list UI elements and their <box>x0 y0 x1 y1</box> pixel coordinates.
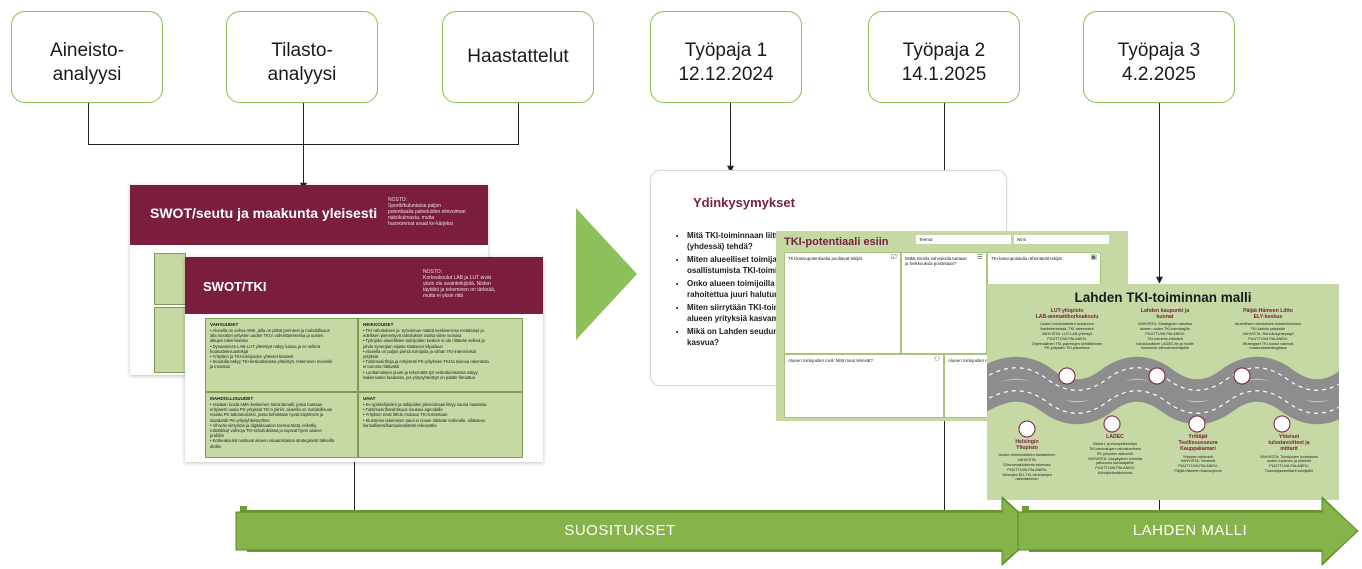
ydinkysymykset-title: Ydinkysymykset <box>693 195 795 210</box>
quadrant-heading: UHAT <box>363 396 376 401</box>
swot-seutu-quadrant <box>154 253 186 305</box>
connector-line <box>88 144 519 145</box>
actor-paijat-hameen-liitto: Päijät-Hämeen Liitto ELY-keskus Alueelli… <box>1213 308 1323 351</box>
quadrant-heading: MAHDOLLISUUDET <box>210 396 254 401</box>
workshop-label: Työpaja 1 12.12.2024 <box>678 40 774 85</box>
actor-lahden-kaupunki: Lahden kaupunki ja kunnat VAHVISTA: Stra… <box>1115 308 1215 351</box>
actor-lut-lab: LUT-yliopisto LAB-ammattikorkeakoulu Uud… <box>1017 308 1117 351</box>
tki-field-nimi: Nimi <box>1014 235 1109 244</box>
actor-description: Uuden toimintaleiden tuotannon lisedeken… <box>1031 322 1103 351</box>
tki-cell: Mitkä toimila vahvuksiia tuetaan ja heik… <box>901 252 987 354</box>
tki-cell-label: Alueen toimijoiden ro... <box>948 358 993 363</box>
actor-description: Uuden toiminnallisten kantaminen VAHVIST… <box>998 453 1056 482</box>
actor-yhteiset-tulostavoitteet: Yhteiset tulostavoitteet ja mittarit VAH… <box>1243 434 1335 474</box>
swot-tki-title: SWOT/TKI <box>203 279 267 294</box>
swot-tki-slide: SWOT/TKI NOSTO: Korkeakoulut LAB ja LUT … <box>185 257 543 462</box>
output-label-suositukset: SUOSITUKSET <box>564 522 676 539</box>
workshop-box-3: Työpaja 3 4.2.2025 <box>1083 11 1235 103</box>
swot-seutu-quadrant <box>154 307 186 373</box>
actor-yrittajat: Yrittäjät Teollisuusseura Kauppakamari Y… <box>1159 434 1237 474</box>
actor-name: LADEC <box>1106 434 1124 440</box>
workshop-box-1: Työpaja 1 12.12.2024 <box>650 11 802 103</box>
actor-name: Helsingin Yliopisto <box>1015 439 1039 452</box>
input-label: Tilasto- analyysi <box>267 40 337 85</box>
swot-quadrant-heikkoudet: HEIKKOUDET • TKI-rahoituksen ja -työvoim… <box>358 318 523 392</box>
input-box-tilastoanalyysi: Tilasto- analyysi <box>226 11 378 103</box>
list-item: Miten alueelliset toimijat osallistumist… <box>687 255 837 276</box>
actor-name: Yrittäjät Teollisuusseura Kauppakamari <box>1178 434 1218 453</box>
quadrant-heading: HEIKKOUDET <box>363 322 394 327</box>
list-icon: ☰ <box>976 254 983 261</box>
workshop-label: Työpaja 2 14.1.2025 <box>901 40 987 85</box>
swot-tki-note: NOSTO: Korkeakoulut LAB ja LUT eivät yks… <box>423 269 496 299</box>
input-label: Aineisto- analyysi <box>50 40 124 85</box>
swot-quadrant-vahvuudet: VAHVUUDET • Alueella on vahva AMK, jolla… <box>205 318 358 392</box>
group-icon: ⚇ <box>933 356 940 363</box>
tki-cell-label: TKI-kasvupotiaalia rähentävät tekijät <box>991 256 1062 261</box>
swot-quadrant-mahdollisuudet: MAHDOLLISUUDET • Voidaan luoda AMK-keske… <box>205 392 358 458</box>
quadrant-body: • TKI-rahoituksen ja -työvoiman määrä ke… <box>363 328 489 380</box>
actor-ladec: LADEC Kliuteri- ja ekosysteemityö TKI-ve… <box>1075 434 1155 476</box>
workshop-label: Työpaja 3 4.2.2025 <box>1117 40 1201 85</box>
quadrant-body: • Alueella on vahva AMK, jolla on pitkät… <box>210 328 333 370</box>
swot-seutu-note: NOSTO: Sportti/kuluntaisa paljon potenti… <box>388 197 466 227</box>
swot-quadrant-uhat: UHAT • Kv-opiskelijoiden ja tutkijoiden … <box>358 392 523 458</box>
connector-line <box>303 103 304 145</box>
workshop-box-2: Työpaja 2 14.1.2025 <box>868 11 1020 103</box>
tki-field-teema: Teema <box>916 235 1011 244</box>
list-item: Miten siirrytään TKI-toimi alueen yrityk… <box>687 303 837 324</box>
tki-cell: TKI-kasvupotentiaalia puoltavat tekijät ☑ <box>784 252 901 354</box>
lahden-malli-slide: Lahden TKI-toiminnan malli LUT-yliopisto… <box>987 284 1339 500</box>
actor-description: VAHVISTA: Toimijoiden tuottamien uuden t… <box>1259 454 1319 473</box>
lahden-malli-title: Lahden TKI-toiminnan malli <box>1074 290 1252 305</box>
swot-seutu-title: SWOT/seutu ja maakunta yleisesti <box>150 205 378 221</box>
road-graphic <box>987 356 1339 438</box>
actor-description: Kliuteri- ja ekosysteemityö TKI-verkosto… <box>1087 442 1143 475</box>
quadrant-body: • Kv-opiskelijoiden ja tutkijoiden pitov… <box>363 402 487 428</box>
actor-name: LUT-yliopisto LAB-ammattikorkeakoulu <box>1035 308 1099 321</box>
tki-potentiaali-title: TKI-potentiaali esiin <box>784 236 889 248</box>
actor-name: Yhteiset tulostavoitteet ja mittarit <box>1268 434 1310 453</box>
tki-cell: Alueen toimijoiden rooli: Mitä muut teke… <box>784 354 944 418</box>
quadrant-body: • Voidaan luoda AMK-keskeinen toimintama… <box>210 402 334 449</box>
checkbox-icon: ☑ <box>890 254 897 261</box>
actor-helsingin-yliopisto: Helsingin Yliopisto Uuden toiminnalliste… <box>989 439 1065 482</box>
calendar-icon: ▣ <box>1090 254 1097 261</box>
list-item: Mitä TKI-toiminnaan liitty (yhdessä) teh… <box>687 231 837 252</box>
connector-line <box>518 103 519 145</box>
actor-name: Päijät-Hämeen Liitto ELY-keskus <box>1243 308 1293 321</box>
tki-cell-label: Alueen toimijoiden rooli: Mitä muut teke… <box>788 358 873 363</box>
actor-description: Alueellisen rahoituksen kohdentuminen TK… <box>1234 322 1302 351</box>
actor-description: Yritysten aktivointi VAHVISTA: Viestintä… <box>1174 454 1222 473</box>
ydinkysymykset-list: Mitä TKI-toiminnaan liitty (yhdessä) teh… <box>671 231 837 351</box>
tki-cell-label: TKI-kasvupotentiaalia puoltavat tekijät <box>788 256 862 261</box>
input-label: Haastattelut <box>467 46 569 67</box>
tki-cell-label: Mitkä toimila vahvuksiia tuetaan ja heik… <box>905 256 967 266</box>
input-box-aineistoanalyysi: Aineisto- analyysi <box>11 11 163 103</box>
input-box-haastattelut: Haastattelut <box>442 11 594 103</box>
quadrant-heading: VAHVUUDET <box>210 322 239 327</box>
output-label-lahden-malli: LAHDEN MALLI <box>1132 522 1248 539</box>
connector-line <box>88 103 89 145</box>
actor-description: VAHVISTA: Strateginen rahoitus alueen uu… <box>1136 322 1194 351</box>
actor-name: Lahden kaupunki ja kunnat <box>1140 308 1190 321</box>
